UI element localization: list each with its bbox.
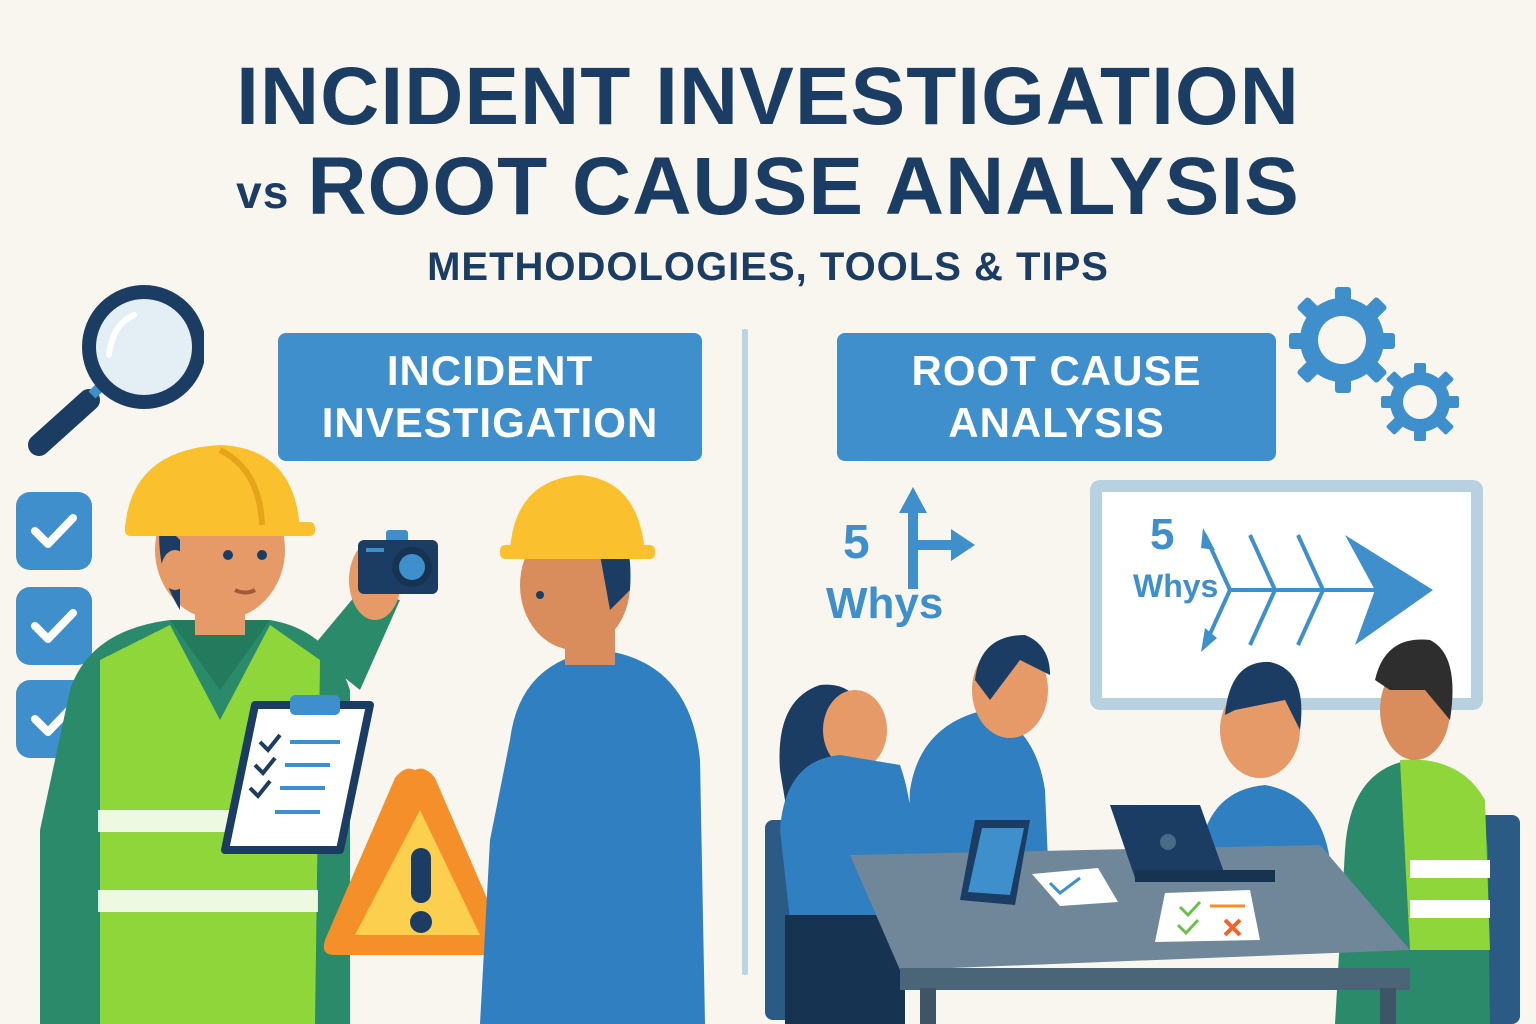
meeting-team-illustration <box>765 635 1520 1024</box>
five-whys-label: Whys <box>826 579 944 628</box>
gears-icon <box>1289 287 1459 441</box>
section-divider <box>742 329 748 975</box>
clipboard-icon <box>221 695 374 854</box>
arrows-icon <box>899 487 975 589</box>
incident-investigation-label: INCIDENT INVESTIGATION <box>278 333 702 461</box>
checkbox-icon <box>16 492 92 570</box>
page-title-line2: vs ROOT CAUSE ANALYSIS <box>0 142 1536 237</box>
label-line2: ANALYSIS <box>948 399 1165 446</box>
label-line2: INVESTIGATION <box>321 399 659 446</box>
vs-label: vs <box>236 166 290 218</box>
checkbox-icon <box>16 587 92 665</box>
page-subtitle: METHODOLOGIES, TOOLS & TIPS <box>427 245 1109 289</box>
label-line1: ROOT CAUSE <box>911 347 1202 394</box>
page-title-line1: INCIDENT INVESTIGATION <box>236 51 1300 142</box>
board-whys-number: 5 <box>1150 510 1175 559</box>
root-cause-analysis-label: ROOT CAUSE ANALYSIS <box>837 333 1276 461</box>
camera-icon <box>358 530 438 594</box>
warning-icon <box>323 768 506 955</box>
label-line1: INCIDENT <box>386 347 594 394</box>
laptop-icon <box>1110 805 1275 882</box>
worker-back-illustration <box>480 475 705 1024</box>
tablet-icon <box>960 820 1030 905</box>
page-title-line2-text: ROOT CAUSE ANALYSIS <box>307 141 1300 232</box>
board-whys-label: Whys <box>1133 568 1219 604</box>
five-whys-number: 5 <box>843 516 870 569</box>
fishbone-diagram-icon <box>1201 528 1433 652</box>
magnifying-glass-icon <box>28 285 204 456</box>
